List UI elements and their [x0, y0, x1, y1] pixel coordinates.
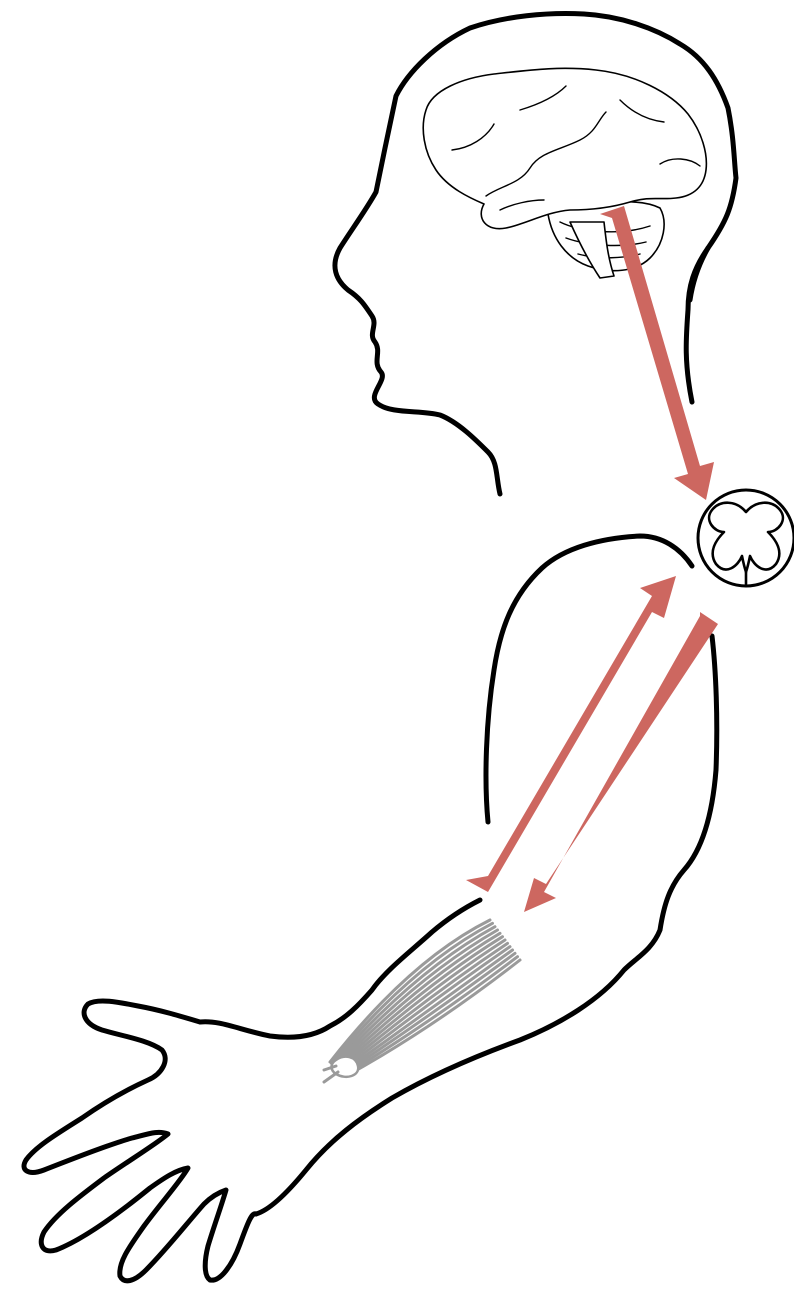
- upper-arm-inner: [486, 536, 692, 822]
- hand: [24, 1001, 256, 1281]
- pathway-arrows: [466, 206, 718, 912]
- brain: [423, 68, 706, 278]
- hand-outline: [24, 1001, 256, 1281]
- forearm-muscle: [324, 920, 520, 1082]
- cerebrum: [423, 68, 706, 228]
- spinal-cord-cross-section: [698, 490, 794, 586]
- arm-silhouette: [200, 536, 717, 1214]
